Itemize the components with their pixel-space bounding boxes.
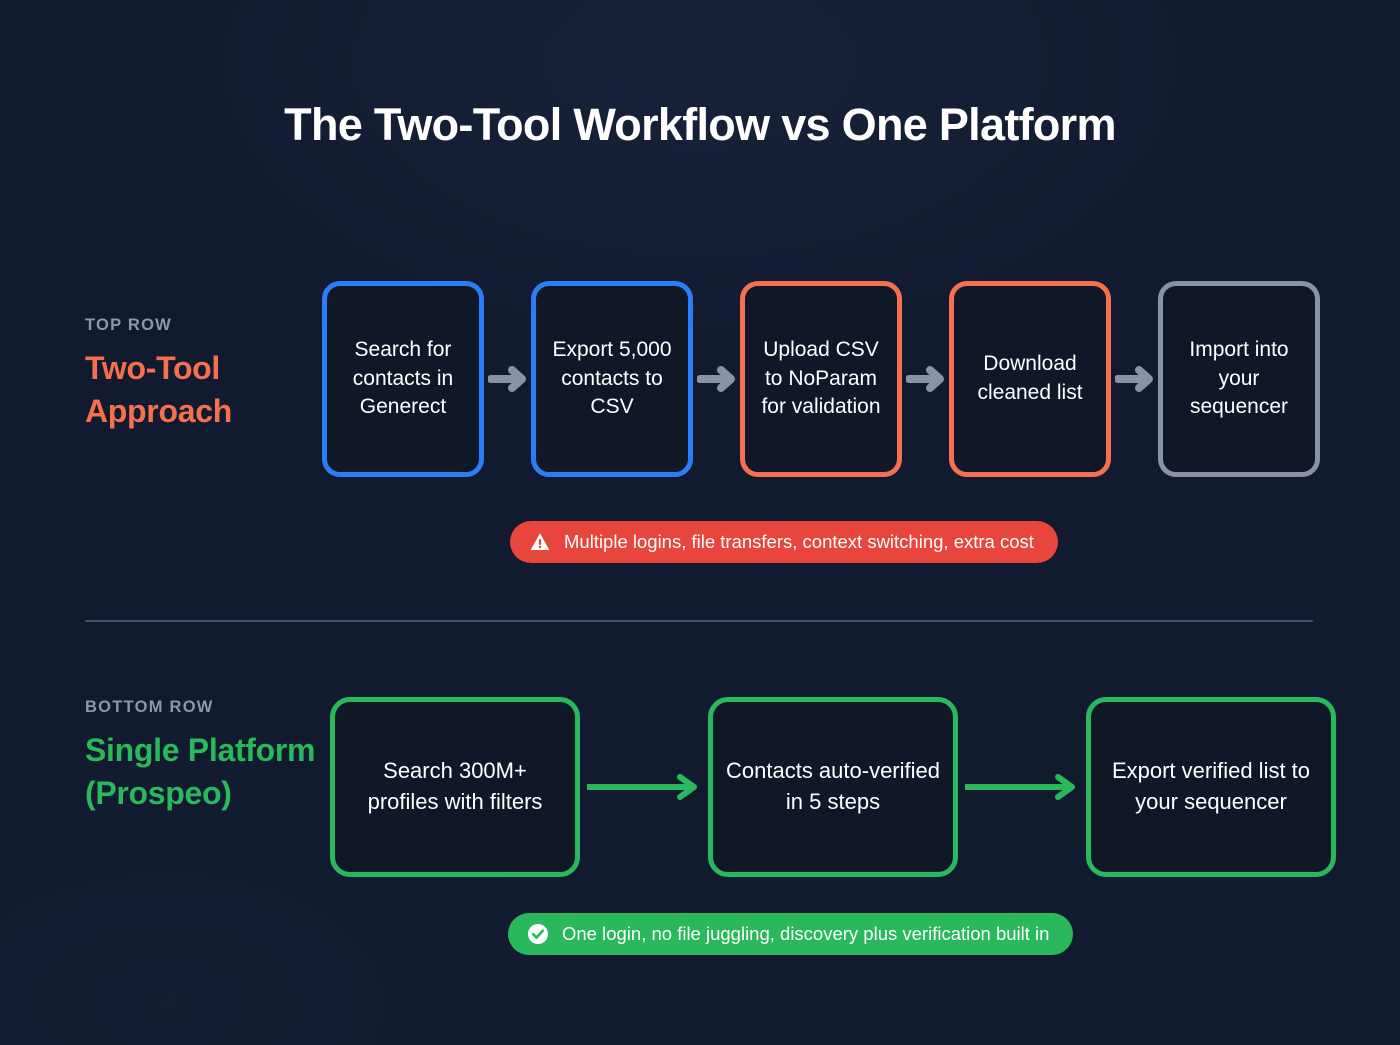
top-row-headline: Two-Tool Approach [85, 350, 232, 429]
section-divider [85, 620, 1313, 622]
arrow-right-icon [484, 281, 531, 477]
flow-node-export-csv[interactable]: Export 5,000 contacts to CSV [531, 281, 693, 477]
flow-node-upload-noparam[interactable]: Upload CSV to NoParam for validation [740, 281, 902, 477]
arrow-right-icon [693, 281, 740, 477]
flow-node-auto-verified[interactable]: Contacts auto-verified in 5 steps [708, 697, 958, 877]
page-title: The Two-Tool Workflow vs One Platform [284, 99, 1116, 150]
warning-pill-text: Multiple logins, file transfers, context… [564, 531, 1034, 552]
flow-node-label: Upload CSV to NoParam for validation [761, 338, 881, 419]
flow-node-download-cleaned[interactable]: Download cleaned list [949, 281, 1111, 477]
top-row-flow: Search for contacts in Generect Export 5… [322, 281, 1320, 477]
bottom-row-headline: Single Platform (Prospeo) [85, 732, 316, 811]
arrow-right-icon [1111, 281, 1158, 477]
flow-node-label: Export 5,000 contacts to CSV [552, 338, 672, 419]
bottom-row-label-block: BOTTOM ROW Single Platform (Prospeo) [85, 698, 325, 814]
warning-triangle-icon [529, 531, 551, 553]
flow-node-label: Search for contacts in Generect [352, 338, 454, 419]
bottom-row-flow: Search 300M+ profiles with filters Conta… [330, 697, 1336, 877]
flow-node-search-generect[interactable]: Search for contacts in Generect [322, 281, 484, 477]
bottom-row-eyebrow: BOTTOM ROW [85, 698, 214, 716]
warning-pill: Multiple logins, file transfers, context… [510, 521, 1058, 563]
success-pill: One login, no file juggling, discovery p… [508, 913, 1074, 955]
flow-node-label: Download cleaned list [977, 352, 1083, 404]
arrow-right-icon [902, 281, 949, 477]
top-row-eyebrow: TOP ROW [85, 316, 172, 334]
flow-node-import-sequencer[interactable]: Import into your sequencer [1158, 281, 1320, 477]
flow-node-search-profiles[interactable]: Search 300M+ profiles with filters [330, 697, 580, 877]
top-row-label-block: TOP ROW Two-Tool Approach [85, 316, 325, 432]
flow-node-export-verified[interactable]: Export verified list to your sequencer [1086, 697, 1336, 877]
flow-node-label: Search 300M+ profiles with filters [367, 758, 543, 814]
flow-node-label: Export verified list to your sequencer [1111, 758, 1311, 814]
success-pill-text: One login, no file juggling, discovery p… [562, 923, 1050, 944]
arrow-right-icon [958, 697, 1086, 877]
arrow-right-icon [580, 697, 708, 877]
check-circle-icon [527, 923, 549, 945]
flow-node-label: Import into your sequencer [1189, 338, 1289, 419]
flow-node-label: Contacts auto-verified in 5 steps [726, 758, 940, 814]
